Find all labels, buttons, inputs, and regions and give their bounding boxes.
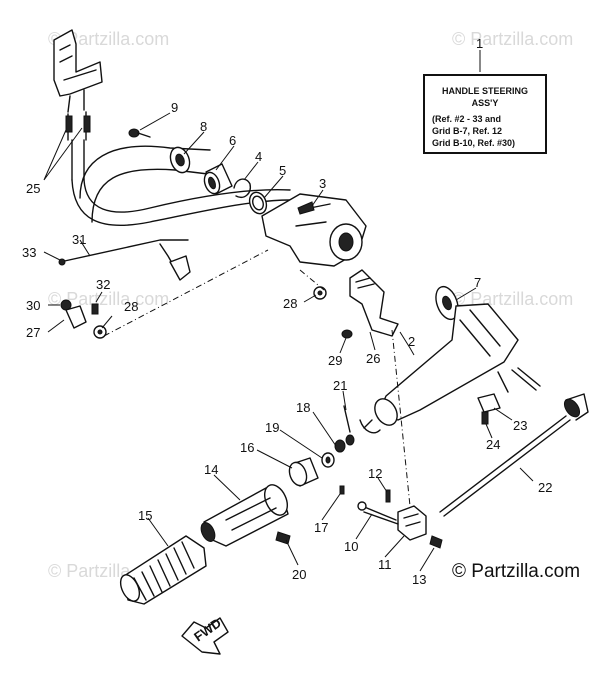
callout-33: 33 xyxy=(22,245,36,260)
part-10-link xyxy=(357,501,399,525)
callout-24: 24 xyxy=(486,437,500,452)
part-22-throttle-rod xyxy=(439,393,589,517)
callout-11: 11 xyxy=(378,557,392,572)
callout-13: 13 xyxy=(412,572,426,587)
watermark-mid-left: © Partzilla.com xyxy=(48,289,169,309)
box-title-line1: HANDLE STEERING xyxy=(442,86,528,96)
callout-22: 22 xyxy=(538,480,552,495)
callout-28-left: 28 xyxy=(124,299,138,314)
callout-4: 4 xyxy=(255,149,262,164)
part-26-plate xyxy=(349,269,399,337)
part-24-screw xyxy=(481,411,489,425)
callout-3: 3 xyxy=(319,176,326,191)
leader-lines xyxy=(43,50,534,572)
callout-30: 30 xyxy=(26,298,40,313)
box-note-line3: Grid B-10, Ref. #30) xyxy=(432,138,515,148)
callout-6: 6 xyxy=(229,133,236,148)
part-15-grip xyxy=(119,535,207,605)
callout-31: 31 xyxy=(72,232,86,247)
callout-20: 20 xyxy=(292,567,306,582)
part-7-friction-disc xyxy=(435,285,459,321)
callout-9: 9 xyxy=(171,100,178,115)
callout-27: 27 xyxy=(26,325,40,340)
callout-21: 21 xyxy=(333,378,347,393)
box-note-line1: (Ref. #2 - 33 and xyxy=(432,114,501,124)
callout-26: 26 xyxy=(366,351,380,366)
part-20-screw xyxy=(275,531,291,545)
part-19-washer xyxy=(321,452,335,468)
alignment-lines xyxy=(103,249,411,507)
callout-12: 12 xyxy=(368,466,382,481)
callout-5: 5 xyxy=(279,163,286,178)
part-4-clip xyxy=(233,178,251,198)
watermark-top-right: © Partzilla.com xyxy=(452,29,573,49)
part-32-screw xyxy=(91,303,99,315)
part-2-handle-arm xyxy=(359,303,541,434)
callout-25: 25 xyxy=(26,181,40,196)
box-title-line2: ASS'Y xyxy=(472,98,499,108)
callout-15: 15 xyxy=(138,508,152,523)
callout-23: 23 xyxy=(513,418,527,433)
part-14-throttle-shaft xyxy=(200,484,289,547)
part-12-pin xyxy=(385,489,391,503)
callout-16: 16 xyxy=(240,440,254,455)
callout-8: 8 xyxy=(200,119,207,134)
callout-14: 14 xyxy=(204,462,218,477)
part-16-collar xyxy=(288,457,319,487)
steering-bracket-housing xyxy=(261,193,367,267)
part-31-link-rod xyxy=(59,239,191,281)
callout-7: 7 xyxy=(474,275,481,290)
watermark-top: © Partzilla.com xyxy=(48,29,169,49)
part-27-block xyxy=(65,305,87,329)
steering-tube xyxy=(79,145,211,223)
fwd-arrow: FWD xyxy=(181,615,229,655)
part-11-block xyxy=(397,505,427,541)
part-28-bushing-right xyxy=(313,286,327,300)
callout-19: 19 xyxy=(265,420,279,435)
watermark-bottom-right: © Partzilla.com xyxy=(452,561,580,582)
part-29-nut xyxy=(341,329,353,339)
part-21-screw xyxy=(343,405,355,446)
callout-32: 32 xyxy=(96,277,110,292)
part-17-pin xyxy=(339,485,345,495)
callouts: 1 2 3 4 5 6 7 8 9 10 11 12 13 14 15 16 1… xyxy=(22,36,552,587)
callout-28-right: 28 xyxy=(283,296,297,311)
part-6-bushing xyxy=(203,163,233,195)
part-33-clip xyxy=(58,258,66,266)
callout-18: 18 xyxy=(296,400,310,415)
callout-1: 1 xyxy=(476,36,483,51)
part-5-ring xyxy=(248,191,268,215)
assembly-info-box: HANDLE STEERING ASS'Y (Ref. #2 - 33 and … xyxy=(423,74,547,154)
callout-17: 17 xyxy=(314,520,328,535)
part-28-bushing-left xyxy=(93,325,107,339)
box-note-line2: Grid B-7, Ref. 12 xyxy=(432,126,502,136)
part-18-nut xyxy=(334,439,346,453)
callout-2: 2 xyxy=(408,334,415,349)
part-23-bracket xyxy=(477,393,501,413)
callout-29: 29 xyxy=(328,353,342,368)
part-9-bolt xyxy=(128,128,151,138)
callout-10: 10 xyxy=(344,539,358,554)
cable-bracket xyxy=(53,29,103,113)
part-13-screw xyxy=(429,535,443,549)
